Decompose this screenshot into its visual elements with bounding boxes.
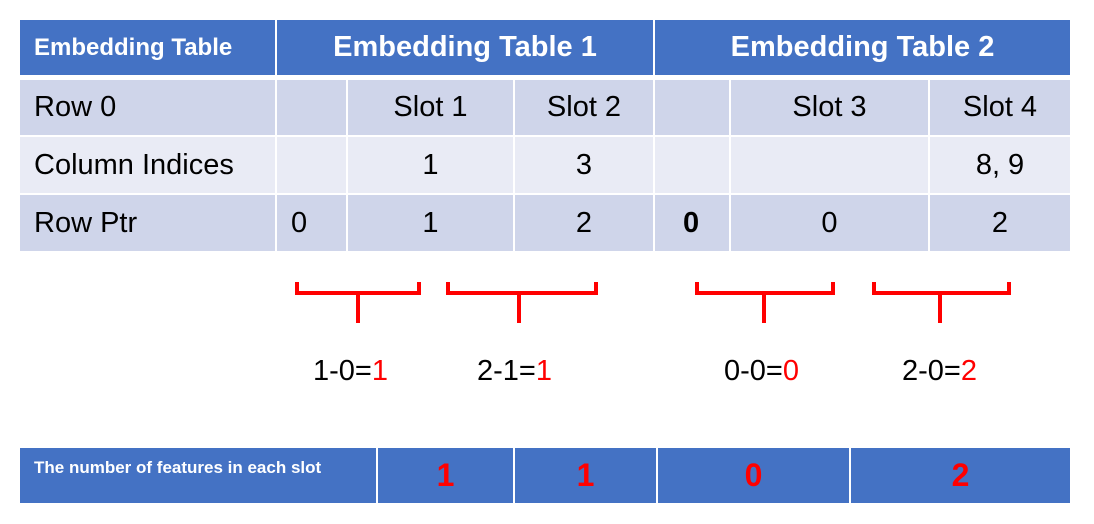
colidx-cell: [731, 137, 928, 193]
calc-slot4: 2-0=2: [902, 355, 977, 387]
summary-value-slot2: 1: [515, 448, 656, 503]
colidx-cell: 1: [348, 137, 513, 193]
calc-slot2: 2-1=1: [477, 355, 552, 387]
row-label-row-ptr: Row Ptr: [20, 195, 275, 251]
bracket-slot2: [446, 282, 598, 323]
row-label-row0: Row 0: [20, 80, 275, 135]
row0-cell: [277, 80, 346, 135]
rowptr-cell: 0: [731, 195, 928, 251]
calc-slot3: 0-0=0: [724, 355, 799, 387]
bracket-slot4: [872, 282, 1011, 323]
summary-value-slot1: 1: [378, 448, 513, 503]
summary-value-slot4: 2: [851, 448, 1070, 503]
colidx-cell: [277, 137, 346, 193]
summary-label: The number of features in each slot: [20, 448, 376, 503]
rowptr-cell: 1: [348, 195, 513, 251]
row0-cell-slot2: Slot 2: [515, 80, 653, 135]
bracket-slot1: [295, 282, 421, 323]
row0-cell-slot4: Slot 4: [930, 80, 1070, 135]
row0-cell-slot1: Slot 1: [348, 80, 513, 135]
colidx-cell: 8, 9: [930, 137, 1070, 193]
row-label-column-indices: Column Indices: [20, 137, 275, 193]
summary-value-slot3: 0: [658, 448, 849, 503]
header-embedding-table-1: Embedding Table 1: [277, 20, 653, 75]
header-label: Embedding Table: [20, 20, 275, 75]
rowptr-cell: 2: [515, 195, 653, 251]
colidx-cell: [655, 137, 729, 193]
rowptr-cell: 2: [930, 195, 1070, 251]
colidx-cell: 3: [515, 137, 653, 193]
rowptr-cell: 0: [655, 195, 729, 251]
header-embedding-table-2: Embedding Table 2: [655, 20, 1070, 75]
row0-cell: [655, 80, 729, 135]
rowptr-cell: 0: [277, 195, 346, 251]
calc-slot1: 1-0=1: [313, 355, 388, 387]
bracket-slot3: [695, 282, 835, 323]
row0-cell-slot3: Slot 3: [731, 80, 928, 135]
